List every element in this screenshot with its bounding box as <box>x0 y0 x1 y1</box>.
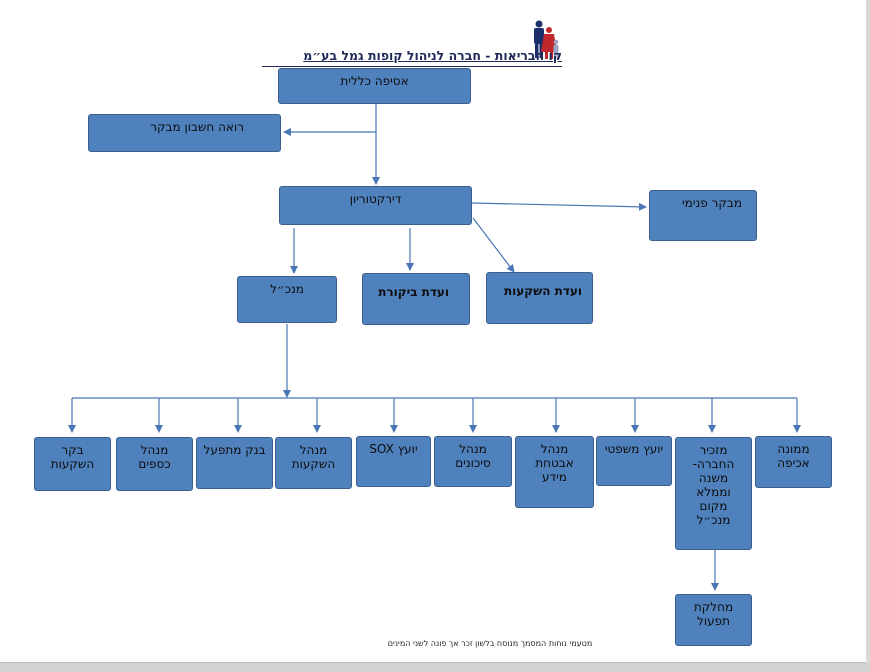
internal-auditor-box[interactable]: מבקר פנימי <box>649 190 757 241</box>
bookkeeping-manager-label: מנהל כספים <box>138 443 171 471</box>
enforcement-officer-label: ממונה אכיפה <box>777 442 810 470</box>
family-logo-icon <box>528 18 562 62</box>
page-title: קו הבריאות - חברה לניהול קופות גמל בע״מ <box>303 48 562 63</box>
investment-controller-label: בקר השקעות <box>50 443 95 471</box>
auditing-accountant-box[interactable]: רואה חשבון מבקר <box>88 114 281 152</box>
operations-department-label: מחלקת תפעול <box>693 600 734 628</box>
legal-advisor-box[interactable]: יועץ משפטי <box>596 436 672 486</box>
connector-board-investment-committee <box>472 217 515 273</box>
ceo-box[interactable]: מנכ״ל <box>237 276 337 323</box>
ceo-label: מנכ״ל <box>270 282 304 296</box>
page-shadow-right <box>866 0 870 672</box>
operating-bank-box[interactable]: בנק מתפעל <box>196 437 273 489</box>
sox-advisor-box[interactable]: יועץ SOX <box>356 436 431 487</box>
auditing-accountant-label: רואה חשבון מבקר <box>150 120 244 134</box>
operations-department-box[interactable]: מחלקת תפעול <box>675 594 752 646</box>
bookkeeping-manager-box[interactable]: מנהל כספים <box>116 437 193 491</box>
page-edge <box>0 662 866 663</box>
investment-manager-box[interactable]: מנהל השקעות <box>275 437 352 489</box>
investment-committee-label: ועדת השקעות <box>503 284 582 298</box>
board-label: דירקטוריון <box>349 192 402 206</box>
footer-note: מטעמי נוחות המסמך מנוסח בלשון זכר אך פונ… <box>387 639 593 648</box>
connector-board-internal-auditor <box>471 202 647 211</box>
title-underline <box>262 66 562 67</box>
risk-manager-label: מנהל סיכונים <box>455 442 491 470</box>
company-secretary-box[interactable]: מזכיר החברה- משנה וממלא מקום מנכ״ל <box>675 437 752 550</box>
infosec-manager-box[interactable]: מנהל אבטחת מידע <box>515 436 594 508</box>
company-secretary-label: מזכיר החברה- משנה וממלא מקום מנכ״ל <box>692 443 735 527</box>
legal-advisor-label: יועץ משפטי <box>604 442 664 456</box>
investment-committee-box[interactable]: ועדת השקעות <box>486 272 593 324</box>
audit-committee-label: ועדת ביקורת <box>378 285 449 299</box>
enforcement-officer-box[interactable]: ממונה אכיפה <box>755 436 832 488</box>
investment-controller-box[interactable]: בקר השקעות <box>34 437 111 491</box>
operating-bank-label: בנק מתפעל <box>203 443 266 457</box>
sox-advisor-label: יועץ SOX <box>369 442 418 456</box>
general-assembly-label: אסיפה כללית <box>340 74 409 88</box>
internal-auditor-label: מבקר פנימי <box>681 196 742 210</box>
general-assembly-box[interactable]: אסיפה כללית <box>278 68 471 104</box>
investment-manager-label: מנהל השקעות <box>291 443 336 471</box>
board-box[interactable]: דירקטוריון <box>279 186 472 225</box>
risk-manager-box[interactable]: מנהל סיכונים <box>434 436 512 487</box>
infosec-manager-label: מנהל אבטחת מידע <box>535 442 574 484</box>
audit-committee-box[interactable]: ועדת ביקורת <box>362 273 470 325</box>
page-shadow-bottom <box>0 663 870 672</box>
